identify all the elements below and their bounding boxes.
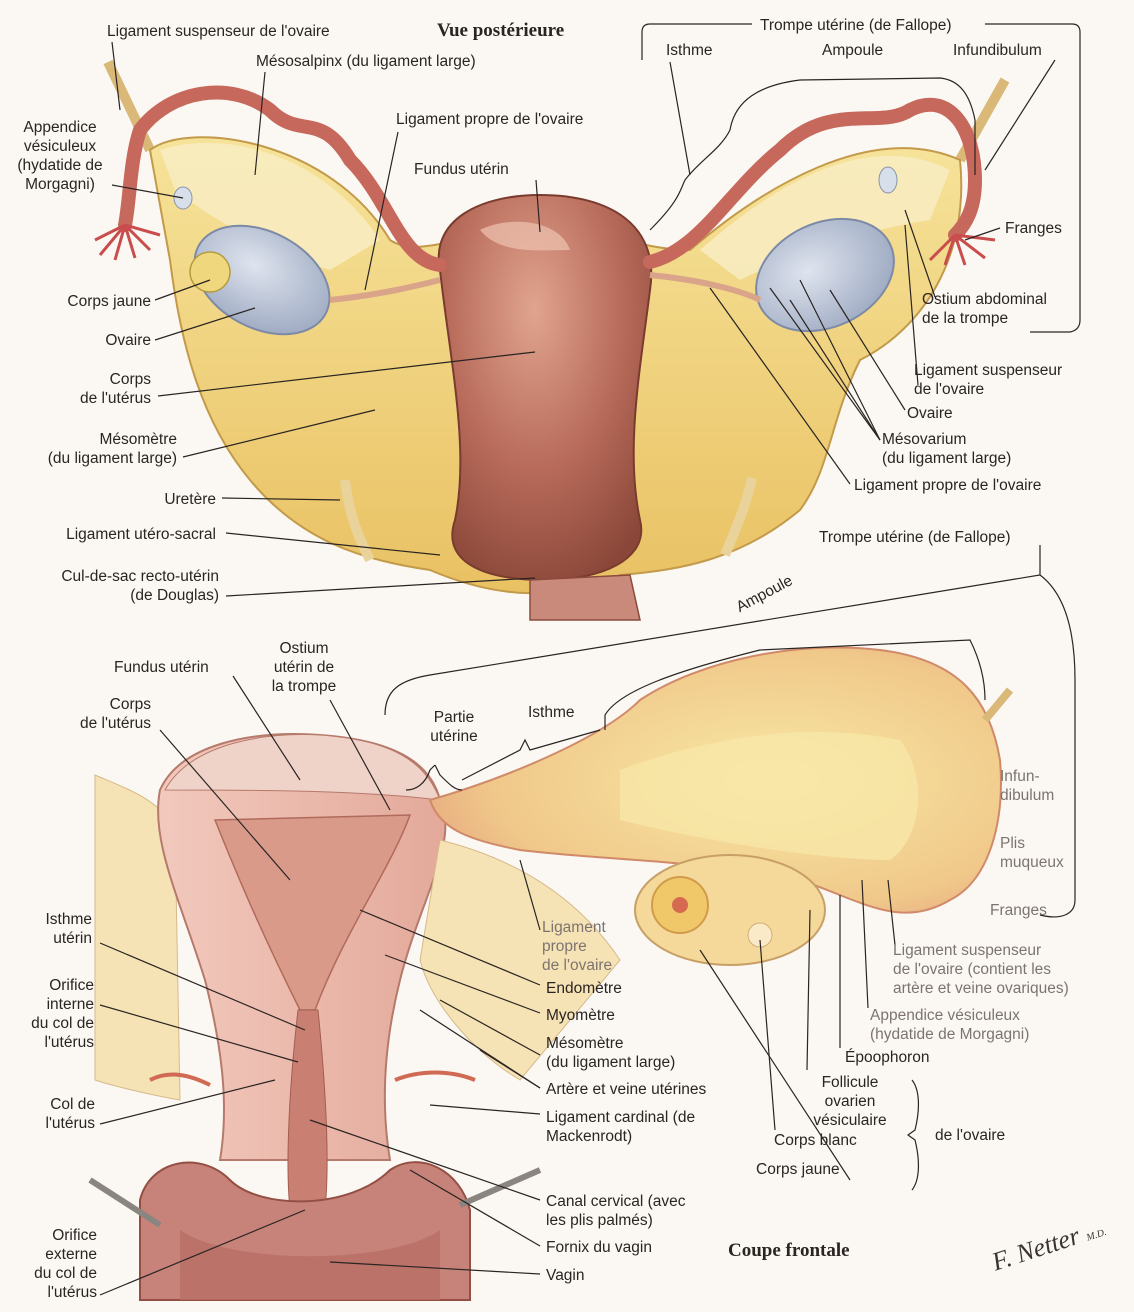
rectum-stub bbox=[529, 574, 641, 621]
uterine-vessels-left bbox=[149, 1072, 211, 1087]
label-corps-uterus-top: Corps de l'utérus bbox=[79, 371, 151, 407]
label-corps-blanc: Corps blanc bbox=[774, 1132, 857, 1149]
label-uretere: Uretère bbox=[164, 491, 216, 508]
broad-ligament-section-left bbox=[94, 774, 181, 1101]
uterus-highlight bbox=[480, 221, 570, 251]
label-isthme-uterin: Isthme utérin bbox=[45, 911, 92, 947]
label-fornix-vagin: Fornix du vagin bbox=[546, 1239, 652, 1256]
label-mesometre-bottom: Mésomètre (du ligament large) bbox=[546, 1035, 676, 1071]
uterus-body bbox=[437, 193, 653, 582]
ovary-left bbox=[193, 224, 331, 336]
label-ligament-utero-sacral: Ligament utéro-sacral bbox=[66, 526, 216, 543]
label-epoophoron: Époophoron bbox=[845, 1049, 930, 1066]
label-ampoule-top: Ampoule bbox=[822, 42, 884, 59]
label-trompe-top: Trompe utérine (de Fallope) bbox=[760, 17, 952, 34]
retractor-right bbox=[458, 1167, 542, 1208]
title-frontal-section: Coupe frontale bbox=[728, 1240, 850, 1261]
label-appendice-bottom: Appendice vésiculeux (hydatide de Morgag… bbox=[870, 1007, 1030, 1043]
label-ligament-suspenseur-right: Ligament suspenseur de l'ovaire bbox=[914, 362, 1063, 398]
retractor-left bbox=[88, 1177, 162, 1228]
hydatid-right bbox=[878, 166, 898, 194]
label-ligament-suspenseur-left: Ligament suspenseur de l'ovaire bbox=[107, 23, 330, 40]
fimbriae-right bbox=[928, 233, 996, 266]
label-orifice-externe: Orifice externe du col de l'utérus bbox=[34, 1227, 97, 1301]
vagina-inner bbox=[180, 1230, 440, 1300]
label-isthme-bottom: Isthme bbox=[528, 704, 575, 721]
label-franges-bottom: Franges bbox=[990, 902, 1047, 919]
fundus-cap bbox=[164, 734, 441, 801]
label-mesovarium: Mésovarium (du ligament large) bbox=[882, 431, 1012, 467]
label-col-uterus: Col de l'utérus bbox=[45, 1096, 95, 1132]
label-ovaire-right: Ovaire bbox=[907, 405, 953, 422]
label-fundus-uterin-bottom: Fundus utérin bbox=[114, 659, 209, 676]
signature-suffix: M.D. bbox=[1085, 1226, 1109, 1244]
label-ligament-propre-top: Ligament propre de l'ovaire bbox=[396, 111, 584, 128]
label-corps-jaune-bottom: Corps jaune bbox=[756, 1161, 840, 1178]
leader-lines bbox=[99, 23, 1081, 1296]
label-myometre: Myomètre bbox=[546, 1007, 615, 1024]
label-appendice-vesiculeux: Appendice vésiculeux (hydatide de Morgag… bbox=[17, 119, 103, 193]
uterine-tube-right bbox=[643, 97, 983, 269]
label-plis-muqueux: Plis muqueux bbox=[1000, 835, 1064, 871]
label-ostium-uterin: Ostium utérin de la trompe bbox=[271, 640, 337, 695]
label-vagin: Vagin bbox=[546, 1267, 585, 1284]
label-canal-cervical: Canal cervical (avec les plis palmés) bbox=[546, 1193, 686, 1229]
label-ovaire-left: Ovaire bbox=[105, 332, 151, 349]
posterior-view bbox=[94, 59, 1010, 621]
ovarian-ligament-right bbox=[649, 272, 762, 303]
label-ligament-propre-bottom: Ligament propre de l'ovaire bbox=[542, 919, 613, 974]
label-ligament-suspenseur-bottom: Ligament suspenseur de l'ovaire (contien… bbox=[893, 942, 1069, 997]
label-mesometre-top: Mésomètre (du ligament large) bbox=[47, 431, 177, 467]
ovarian-ligament-left bbox=[329, 277, 441, 303]
corpus-luteum-center bbox=[672, 897, 688, 913]
mesosalpinx-left bbox=[160, 142, 380, 270]
mesometrium-section-right bbox=[419, 839, 621, 1081]
label-ostium-abdominal: Ostium abdominal de la trompe bbox=[922, 291, 1047, 327]
label-de-l-ovaire: de l'ovaire bbox=[935, 1127, 1006, 1144]
label-isthme-top: Isthme bbox=[666, 42, 713, 59]
label-endometre: Endomètre bbox=[546, 980, 622, 997]
ureter-right bbox=[720, 476, 757, 557]
label-ligament-propre-right: Ligament propre de l'ovaire bbox=[854, 477, 1042, 494]
title-posterior-view: Vue postérieure bbox=[437, 20, 565, 41]
label-ligament-cardinal: Ligament cardinal (de Mackenrodt) bbox=[546, 1109, 696, 1145]
tube-mucosal-folds bbox=[620, 731, 919, 860]
label-artere-veine-uterines: Artère et veine utérines bbox=[546, 1081, 707, 1098]
corpus-luteum-left bbox=[189, 251, 231, 293]
label-corps-jaune-top: Corps jaune bbox=[67, 293, 151, 310]
label-franges-top: Franges bbox=[1005, 220, 1062, 237]
label-orifice-interne: Orifice interne du col de l'utérus bbox=[31, 977, 94, 1051]
label-cul-de-sac: Cul-de-sac recto-utérin (de Douglas) bbox=[61, 568, 219, 604]
label-mesosalpinx: Mésosalpinx (du ligament large) bbox=[256, 53, 476, 70]
label-infundibulum-top: Infundibulum bbox=[953, 42, 1042, 59]
ovarian-vessels-section bbox=[981, 687, 1014, 723]
ureter-left bbox=[340, 479, 375, 563]
uterine-tube-left bbox=[118, 85, 447, 272]
label-corps-uterus-bottom: Corps de l'utérus bbox=[79, 696, 151, 732]
label-infundibulum-bottom: Infun- dibulum bbox=[1000, 768, 1055, 804]
fimbriae-left bbox=[94, 223, 161, 261]
label-partie-uterine: Partie utérine bbox=[430, 709, 478, 745]
uterine-vessels-right bbox=[394, 1070, 476, 1082]
label-follicule-ovarien: Follicule ovarien vésiculaire bbox=[813, 1074, 887, 1129]
label-trompe-bottom: Trompe utérine (de Fallope) bbox=[819, 529, 1011, 546]
ovary-right bbox=[755, 217, 895, 333]
label-fundus-uterin-top: Fundus utérin bbox=[414, 161, 509, 178]
